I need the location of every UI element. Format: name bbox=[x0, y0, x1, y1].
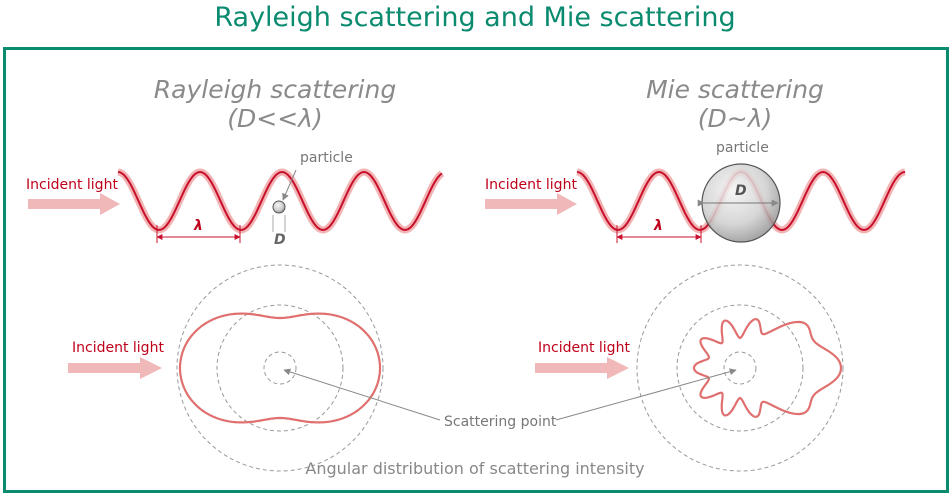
rayleigh-particle-label: particle bbox=[300, 150, 353, 166]
mie-heading: Mie scattering bbox=[646, 75, 824, 104]
rayleigh-condition: (D<<λ) bbox=[227, 104, 323, 133]
mie-distribution bbox=[535, 264, 844, 472]
rayleigh-diameter: D bbox=[274, 232, 286, 248]
page-title: Rayleigh scattering and Mie scattering bbox=[214, 2, 736, 33]
rayleigh-lambda: λ bbox=[194, 218, 203, 234]
mie-diameter: D bbox=[735, 183, 747, 199]
mie-bottom-incident-label: Incident light bbox=[538, 340, 630, 356]
rayleigh-bottom-incident-label: Incident light bbox=[72, 340, 164, 356]
mie-incident-label: Incident light bbox=[485, 177, 577, 193]
rayleigh-distribution bbox=[68, 264, 384, 472]
mie-particle bbox=[697, 163, 781, 243]
mie-wavelength-marker bbox=[616, 225, 702, 243]
mie-lambda: λ bbox=[654, 218, 663, 234]
diagram-frame bbox=[3, 47, 949, 493]
rayleigh-incident-arrow bbox=[28, 193, 120, 215]
rayleigh-bottom-arrow bbox=[68, 357, 162, 379]
rayleigh-wave bbox=[117, 168, 445, 234]
mie-particle-label: particle bbox=[716, 140, 769, 156]
rayleigh-heading: Rayleigh scattering bbox=[153, 75, 397, 104]
mie-condition: (D∼λ) bbox=[697, 104, 773, 133]
rayleigh-particle bbox=[272, 169, 297, 232]
distribution-caption: Angular distribution of scattering inten… bbox=[305, 459, 645, 478]
mie-bottom-arrow bbox=[535, 357, 629, 379]
scattering-point-pointers bbox=[283, 368, 737, 421]
mie-incident-arrow bbox=[485, 193, 577, 215]
rayleigh-incident-label: Incident light bbox=[26, 177, 118, 193]
scattering-point-label: Scattering point bbox=[444, 414, 557, 430]
rayleigh-wavelength-marker bbox=[156, 225, 241, 243]
